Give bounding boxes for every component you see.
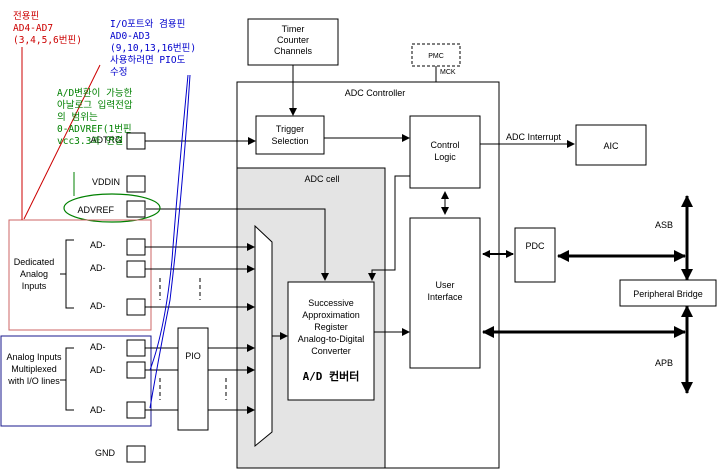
blue-note-4: 사용하려면 PIO도 <box>110 54 186 66</box>
multiplexed-line-2: Multiplexed <box>11 364 57 374</box>
gnd-label: GND <box>95 448 116 458</box>
pio-label: PIO <box>185 351 201 361</box>
vddin-pin <box>126 175 146 193</box>
green-note-3: 의 범위는 <box>57 111 98 123</box>
ad-mux-2-label: AD- <box>90 365 106 375</box>
gnd-pin <box>126 445 146 463</box>
timer-line-2: Counter <box>277 35 309 45</box>
pmc-box <box>411 43 461 67</box>
blue-note-1: I/O포트와 겸용핀 <box>110 18 185 30</box>
red-note-1: 전용핀 <box>13 11 39 22</box>
sar-line-5: Converter <box>311 346 351 356</box>
adtrg-label: ADTRG <box>91 135 123 145</box>
red-note-2: AD4-AD7 <box>13 23 53 34</box>
analog-mux <box>254 224 273 448</box>
sar-line-2: Approximation <box>302 310 360 320</box>
sar-line-3: Register <box>314 322 348 332</box>
ad-mux-1-label: AD- <box>90 342 106 352</box>
pdc-label: PDC <box>525 241 545 251</box>
aic-box <box>575 124 647 166</box>
red-note-3: (3,4,5,6번핀) <box>13 35 82 46</box>
peripheral-bridge-box <box>619 279 717 307</box>
sar-line-4: Analog-to-Digital <box>298 334 365 344</box>
ad-mux-3-label: AD- <box>90 405 106 415</box>
mck-label: MCK <box>440 69 456 76</box>
trigger-selection-box <box>255 115 325 155</box>
ad-dedicated-3-pin <box>126 298 146 316</box>
peripheral-bridge-label: Peripheral Bridge <box>633 289 703 299</box>
dedicated-line-2: Analog <box>20 269 48 279</box>
adc-controller-label: ADC Controller <box>345 88 406 98</box>
pmc-label: PMC <box>428 53 444 60</box>
control-line-1: Control <box>430 140 459 150</box>
blue-note-2: AD0-AD3 <box>110 31 150 42</box>
adtrg-pin <box>126 132 146 150</box>
dedicated-line-3: Inputs <box>22 281 47 291</box>
vddin-label: VDDIN <box>92 177 120 187</box>
ad-mux-3-pin <box>126 401 146 419</box>
blue-note-5: 수정 <box>110 67 127 78</box>
sar-line-1: Successive <box>308 298 354 308</box>
timer-line-3: Channels <box>274 46 313 56</box>
sar-korean-label: A/D 컨버터 <box>303 369 360 383</box>
blue-note-3: (9,10,13,16번핀) <box>110 43 196 54</box>
multiplexed-group <box>0 335 152 427</box>
dedicated-group <box>8 219 152 331</box>
ui-line-1: User <box>435 280 454 290</box>
asb-label: ASB <box>655 220 673 230</box>
dedicated-line-1: Dedicated <box>14 257 55 267</box>
ad-dedicated-1-pin <box>126 238 146 256</box>
ad-dedicated-1-label: AD- <box>90 240 106 250</box>
ad-mux-2-pin <box>126 361 146 379</box>
ad-dedicated-3-label: AD- <box>90 301 106 311</box>
pdc-box <box>514 227 556 283</box>
adc-cell-label: ADC cell <box>304 174 339 184</box>
green-note-1: A/D변환이 가능한 <box>57 87 133 99</box>
multiplexed-line-1: Analog Inputs <box>6 352 62 362</box>
green-note-4: 0-ADVREF(1번핀 <box>57 124 132 135</box>
timer-line-1: Timer <box>282 24 305 34</box>
multiplexed-line-3: with I/O lines <box>7 376 60 386</box>
ad-dedicated-2-pin <box>126 260 146 278</box>
trigger-line-1: Trigger <box>276 124 304 134</box>
control-line-2: Logic <box>434 152 456 162</box>
timer-counter-box <box>247 18 339 66</box>
adc-interrupt-label: ADC Interrupt <box>506 132 562 142</box>
advref-highlight <box>63 193 161 223</box>
aic-label: AIC <box>603 141 619 151</box>
advref-pin <box>126 200 146 218</box>
ad-mux-1-pin <box>126 339 146 357</box>
sar-adc-box <box>287 281 375 401</box>
green-note-2: 아날로그 입력전압 <box>57 99 133 111</box>
apb-label: APB <box>655 358 673 368</box>
advref-label: ADVREF <box>77 205 114 215</box>
pio-box <box>177 327 209 431</box>
trigger-line-2: Selection <box>271 136 308 146</box>
ad-dedicated-2-label: AD- <box>90 263 106 273</box>
green-note-5: vcc3.3과 연결 <box>57 136 123 147</box>
control-logic-box <box>409 115 481 189</box>
ui-line-2: Interface <box>427 292 462 302</box>
user-interface-box <box>409 217 481 369</box>
